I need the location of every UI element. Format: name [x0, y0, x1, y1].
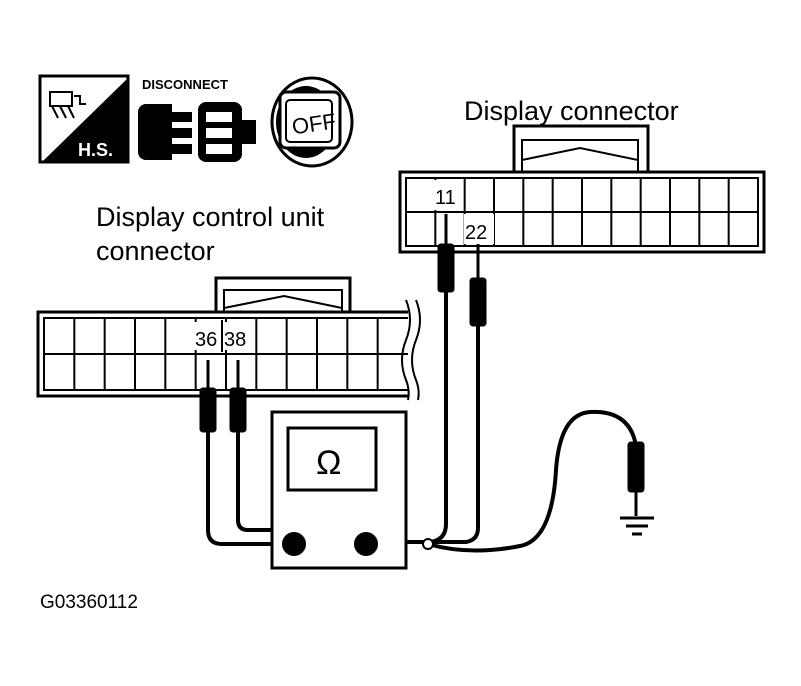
- control-unit-connector: [36, 276, 421, 401]
- meter-terminal-right: [354, 532, 378, 556]
- cu-connector-pin-36: 36: [195, 329, 217, 351]
- figure-id: G03360112: [40, 592, 138, 613]
- disconnect-label: DISCONNECT: [142, 77, 228, 92]
- display-connector-pin-22: 22: [465, 222, 487, 244]
- control-unit-connector-title-line2: connector: [96, 236, 215, 266]
- display-connector-pin-11: 11: [435, 187, 456, 209]
- lead-junction: [422, 538, 434, 550]
- ohmmeter: Ω: [270, 410, 408, 570]
- disconnect-icon: DISCONNECT: [138, 77, 256, 162]
- hot-shot-icon: H.S.: [38, 74, 130, 164]
- ignition-off-icon: OFF: [270, 76, 354, 168]
- meter-terminal-left: [282, 532, 306, 556]
- control-unit-connector-title: Display control unit: [96, 202, 325, 232]
- ground-icon: [620, 516, 654, 536]
- display-connector-title: Display connector: [464, 96, 679, 126]
- ohm-symbol: Ω: [316, 444, 341, 482]
- cu-connector-pin-38: 38: [224, 329, 246, 351]
- ignition-off-label: OFF: [290, 109, 337, 140]
- probe-tips: [199, 214, 645, 516]
- hot-shot-label: H.S.: [78, 140, 113, 160]
- test-leads: [206, 290, 638, 553]
